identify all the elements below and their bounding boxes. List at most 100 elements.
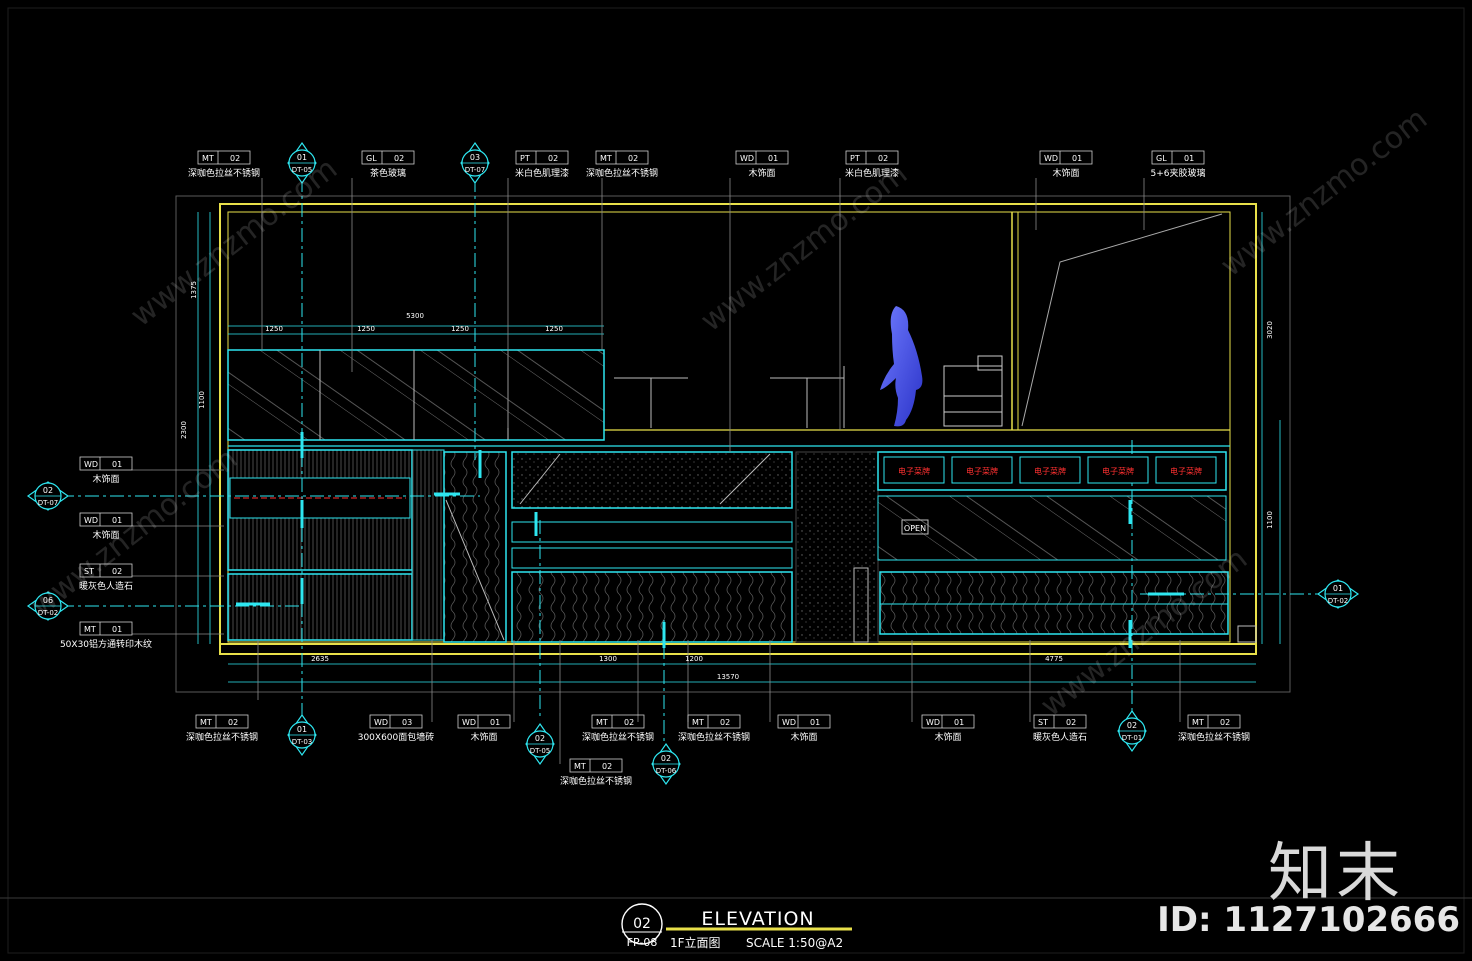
person-figure	[880, 306, 923, 427]
left-callout-box	[79, 456, 133, 471]
top-callout-num: 02	[394, 154, 404, 163]
section-marker-top-ref: DT-07	[465, 166, 485, 174]
top-callout-box	[1151, 150, 1205, 165]
top-callout-tag: MT	[600, 154, 612, 163]
bottom-callout-tag: MT	[200, 718, 212, 727]
section-marker-left-ref: DT-02	[38, 609, 58, 617]
building-outline	[219, 203, 1257, 655]
top-callout-num: 02	[628, 154, 638, 163]
top-callout-tag: GL	[1156, 154, 1167, 163]
section-marker-bottom-num: 02	[1127, 721, 1137, 730]
top-callout-desc: 茶色玻璃	[370, 167, 406, 179]
door-diagonal	[445, 499, 505, 641]
drawing-extent	[175, 195, 1291, 693]
watermark-site: www.znzmo.com	[1214, 101, 1434, 283]
bottom-callout-tag: MT	[1192, 718, 1204, 727]
bottom-callout-tag: ST	[1038, 718, 1048, 727]
dimension-right: 1100	[1266, 511, 1274, 529]
bottom-callout-num: 01	[954, 718, 964, 727]
dimension-bottom: 1300	[599, 655, 617, 663]
left-callout-desc: 暖灰色人造石	[79, 580, 133, 592]
section-marker-right-ref: DT-02	[1328, 597, 1348, 605]
watermark-site: www.znzmo.com	[694, 156, 914, 338]
section-marker-left-num: 06	[43, 596, 53, 605]
dimension-left: 1100	[198, 391, 206, 409]
bottom-callout-box	[777, 714, 831, 729]
bottom-callout-desc: 木饰面	[790, 731, 817, 743]
menu-board-strip	[877, 451, 1227, 491]
counter-base	[511, 571, 793, 643]
top-callout-desc: 深咖色拉丝不锈钢	[586, 167, 658, 179]
dimension-top: 1250	[265, 325, 283, 333]
bottom-callout-desc: 深咖色拉丝不锈钢	[186, 731, 258, 743]
left-callout-box	[79, 621, 133, 636]
left-callout-desc: 50X30铝方通转印木纹	[60, 638, 152, 650]
counter-shelf	[511, 547, 793, 569]
section-marker-bottom-num: 02	[661, 754, 671, 763]
top-callout-desc: 木饰面	[748, 167, 775, 179]
menu-box	[951, 456, 1013, 484]
door-panel	[443, 451, 507, 643]
top-callout-box	[197, 150, 251, 165]
top-callout-desc: 深咖色拉丝不锈钢	[188, 167, 260, 179]
dimension-left: 1375	[190, 281, 198, 299]
top-callout-desc: 木饰面	[1052, 167, 1079, 179]
dimension-top: 5300	[406, 312, 424, 320]
small-step	[1237, 625, 1257, 643]
dark-pier	[795, 451, 879, 643]
top-callout-num: 01	[1072, 154, 1082, 163]
bottom-callout-tag: WD	[782, 718, 796, 727]
title-subtitle: 1F立面图	[670, 935, 721, 950]
top-callout-box	[361, 150, 415, 165]
top-callout-num: 01	[1184, 154, 1194, 163]
left-callout-desc: 木饰面	[92, 473, 119, 485]
title-number-circle	[621, 903, 663, 945]
top-callout-tag: WD	[1044, 154, 1058, 163]
bottom-callout-desc: 深咖色拉丝不锈钢	[1178, 731, 1250, 743]
top-callout-tag: GL	[366, 154, 377, 163]
coffee-machine	[943, 355, 1003, 427]
counter-shelf	[511, 521, 793, 543]
dimension-bottom: 2635	[311, 655, 329, 663]
bottom-callout-box	[195, 714, 249, 729]
stool-stack	[853, 567, 869, 643]
sheet-frame	[7, 7, 1465, 954]
bottom-callout-box	[1187, 714, 1241, 729]
wall-tile-panel	[411, 449, 445, 641]
menu-box	[1155, 456, 1217, 484]
menu-box-label: 电子菜牌	[898, 466, 930, 476]
bottom-callout-box	[569, 758, 623, 773]
counter-diagonal	[519, 453, 561, 505]
bottom-callout-num: 02	[602, 762, 612, 771]
bottom-callout-desc: 深咖色拉丝不锈钢	[678, 731, 750, 743]
bottom-callout-num: 02	[624, 718, 634, 727]
top-callout-tag: PT	[520, 154, 530, 163]
top-callout-tag: PT	[850, 154, 860, 163]
menu-box-label: 电子菜牌	[1102, 466, 1134, 476]
section-marker-right-num: 01	[1333, 584, 1343, 593]
bottom-callout-num: 03	[402, 718, 412, 727]
dimension-top: 1250	[357, 325, 375, 333]
dimension-lines	[197, 212, 1281, 683]
counter-diagonal	[719, 453, 771, 505]
right-base-cabinet	[879, 571, 1229, 635]
section-marker-bottom-ref: DT-03	[292, 738, 312, 746]
bottom-callout-box	[591, 714, 645, 729]
left-callout-num: 01	[112, 460, 122, 469]
bottom-callout-desc: 深咖色拉丝不锈钢	[560, 775, 632, 787]
menu-box	[1019, 456, 1081, 484]
bottom-callout-num: 01	[810, 718, 820, 727]
top-callout-box	[735, 150, 789, 165]
bottom-callout-box	[1033, 714, 1087, 729]
title-number: 02	[633, 916, 651, 932]
leader-lines	[132, 178, 1181, 764]
bottom-callout-box	[687, 714, 741, 729]
bottom-callout-tag: MT	[574, 762, 586, 771]
left-callout-desc: 木饰面	[92, 529, 119, 541]
section-marker-bottom-ref: DT-05	[530, 747, 550, 755]
glass-slope-line	[1021, 213, 1223, 427]
top-callout-tag: WD	[740, 154, 754, 163]
dimension-bottom: 4775	[1045, 655, 1063, 663]
left-lower-cabinet	[227, 573, 413, 641]
